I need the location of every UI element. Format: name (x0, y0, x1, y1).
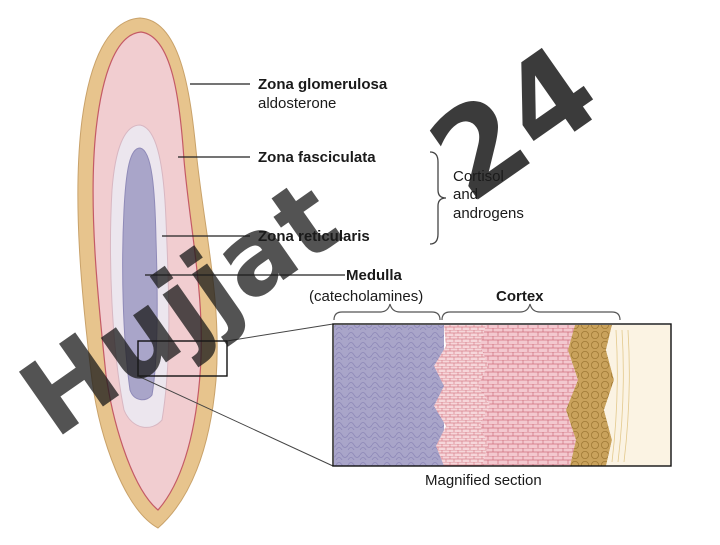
label-cortex: Cortex (496, 288, 544, 305)
reticularis-tissue (434, 325, 490, 466)
magnify-box (137, 340, 228, 377)
label-and: and (453, 186, 478, 203)
label-medulla: Medulla (346, 267, 402, 284)
label-magnified-section: Magnified section (425, 472, 542, 489)
label-androgens: androgens (453, 205, 524, 222)
capsule-fibers (611, 329, 630, 463)
medulla-layer (122, 147, 158, 401)
cortisol-brace (429, 151, 447, 245)
fasciculata-tissue (478, 325, 578, 466)
label-zona-glomerulosa: Zona glomerulosa (258, 76, 388, 93)
label-zona-fasciculata: Zona fasciculata (258, 149, 376, 166)
watermark-24: 24 (407, 19, 624, 229)
medulla-tissue (334, 325, 444, 466)
label-zona-reticularis: Zona reticularis (258, 228, 370, 245)
label-aldosterone: aldosterone (258, 95, 336, 112)
label-cortisol: Cortisol (453, 168, 504, 185)
cortex-brace (441, 303, 621, 321)
adrenal-gland (77, 17, 228, 529)
medulla-brace (333, 303, 441, 321)
magnify-projection (137, 323, 334, 467)
magnified-frame (332, 323, 672, 467)
leader-lines (145, 83, 345, 276)
glomerulosa-tissue (566, 325, 614, 466)
magnified-section (332, 323, 672, 467)
label-catecholamines: (catecholamines) (309, 288, 423, 305)
